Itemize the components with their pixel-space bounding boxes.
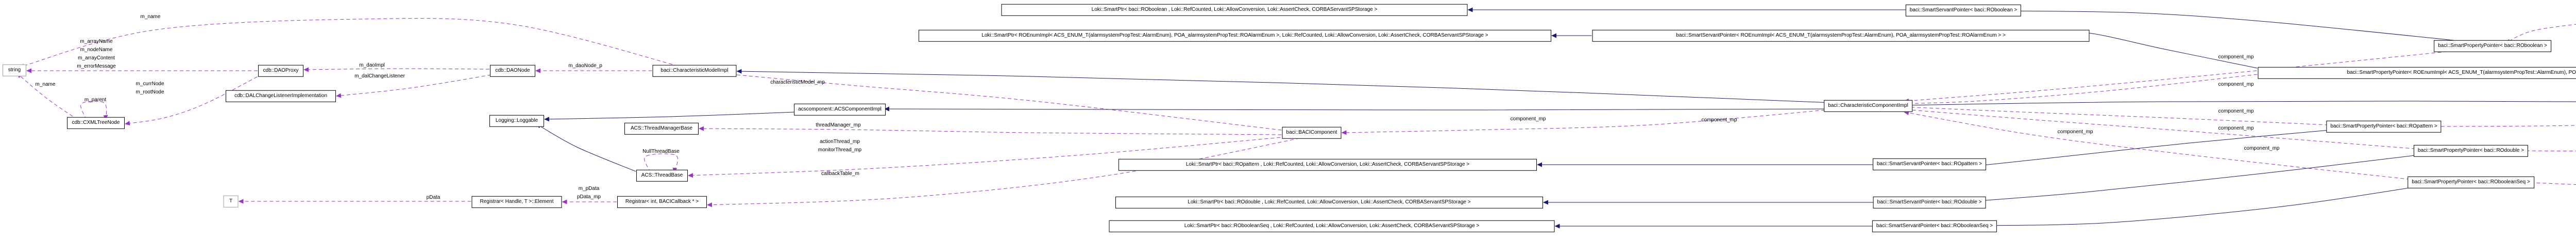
class-node-daoproxy[interactable]: cdb::DAOProxy bbox=[258, 65, 303, 77]
class-node-loki-rodouble[interactable]: Loki::SmartPtr< baci::ROdouble , Loki::R… bbox=[1115, 196, 1543, 209]
edge-threadmanager-mp bbox=[699, 126, 1282, 135]
class-node-bacicomponent[interactable]: baci::BACIComponent bbox=[1282, 126, 1342, 139]
class-node-registrar-element[interactable]: Registrar< Handle, T >::Element bbox=[471, 196, 562, 208]
edge-component-mp-pattern bbox=[1904, 104, 2341, 126]
edge-inh-thread-loggable bbox=[536, 123, 636, 172]
edge-m-name-model bbox=[19, 18, 685, 68]
class-node-loki-ropattern[interactable]: Loki::SmartPtr< baci::ROpattern , Loki::… bbox=[1118, 158, 1537, 171]
edge-action-monitor-thread bbox=[688, 135, 1299, 178]
class-node-t: T bbox=[223, 195, 239, 208]
edge-component-mp-baci bbox=[1341, 108, 1838, 135]
edge-m-testboolean-vars bbox=[2505, 24, 2576, 44]
edge-m-daoimpl bbox=[303, 67, 490, 72]
class-node-registrar-int[interactable]: Registrar< int, BACICallback * > bbox=[617, 196, 707, 208]
edge-m-testdoublevar bbox=[2514, 148, 2576, 153]
class-node-ssp-roboolean[interactable]: baci::SmartServantPointer< baci::ROboole… bbox=[1905, 4, 2022, 17]
edge-m-parent-loop bbox=[80, 101, 108, 120]
edge-inh-bpt-cci bbox=[1904, 101, 2576, 108]
class-node-ssp-robooleanseq[interactable]: baci::SmartServantPointer< baci::ROboole… bbox=[1872, 220, 1997, 232]
class-node-loki-robooleanseq[interactable]: Loki::SmartPtr< baci::RObooleanSeq , Lok… bbox=[1109, 220, 1555, 232]
class-node-acscomponentimpl[interactable]: acscomponent::ACSComponentImpl bbox=[794, 103, 886, 116]
class-node-threadmanagerbase[interactable]: ACS::ThreadManagerBase bbox=[624, 122, 699, 135]
class-node-loki-roboolean[interactable]: Loki::SmartPtr< baci::ROboolean , Loki::… bbox=[1001, 4, 1468, 16]
edge-component-mp-boolseq bbox=[1904, 110, 2423, 181]
edge-m-dalchangelistener bbox=[336, 73, 498, 98]
class-node-spp-roboolean[interactable]: baci::SmartPropertyPointer< baci::RObool… bbox=[2434, 40, 2551, 52]
class-node-spp-robooleanseq[interactable]: baci::SmartPropertyPointer< baci::RObool… bbox=[2408, 176, 2534, 188]
edge-inh-cci-model bbox=[736, 69, 1833, 103]
class-node-spp-roenum[interactable]: baci::SmartPropertyPointer< ROEnumImpl< … bbox=[2258, 67, 2576, 79]
class-node-dalchangelistener[interactable]: cdb::DALChangeListenerImplementation bbox=[226, 90, 336, 102]
edge-m-name-tree bbox=[16, 73, 78, 120]
class-node-spp-rodouble[interactable]: baci::SmartPropertyPointer< baci::ROdoub… bbox=[2413, 145, 2529, 157]
edge-daoproxy-tree bbox=[125, 73, 263, 126]
class-node-cxmltreenode[interactable]: cdb::CXMLTreeNode bbox=[67, 117, 125, 129]
edge-characteristicmodel-mp bbox=[725, 72, 1282, 131]
class-node-loki-roenum[interactable]: Loki::SmartPtr< ROEnumImpl< ACS_ENUM_T(a… bbox=[919, 29, 1551, 42]
edge-inh-sppdbl-ssp bbox=[1972, 153, 2428, 203]
edge-nullthreadbase-loop bbox=[644, 153, 679, 173]
edge-component-mp-bool bbox=[1904, 49, 2472, 103]
class-node-charmodelimpl[interactable]: baci::CharacteristicModelImpl bbox=[652, 65, 737, 77]
class-node-ssp-roenum[interactable]: baci::SmartServantPointer< ROEnumImpl< A… bbox=[1592, 29, 2090, 42]
edge-inh-spppat-ssp bbox=[1973, 129, 2341, 168]
class-node-ssp-ropattern[interactable]: baci::SmartServantPointer< baci::ROpatte… bbox=[1873, 158, 1986, 170]
edge-inh-cci-acs bbox=[884, 106, 1833, 112]
class-node-threadbase[interactable]: ACS::ThreadBase bbox=[636, 169, 688, 182]
edge-m-testpatternvar bbox=[2426, 124, 2576, 129]
edge-component-mp-double bbox=[1904, 107, 2428, 150]
class-node-loggable[interactable]: Logging::Loggable bbox=[489, 115, 544, 127]
edge-inh-sppbool-ssp bbox=[2008, 8, 2454, 41]
edge-inh-acs-loggable bbox=[544, 112, 795, 122]
class-node-ssp-rodouble[interactable]: baci::SmartServantPointer< baci::ROdoubl… bbox=[1873, 196, 1986, 209]
class-node-spp-ropattern[interactable]: baci::SmartPropertyPointer< baci::ROpatt… bbox=[2326, 120, 2442, 133]
edge-callbacktable-m bbox=[707, 135, 1312, 208]
edge-inh-sppseq-ssp bbox=[1984, 185, 2423, 228]
edge-component-mp-enum bbox=[1904, 74, 2258, 106]
class-node-cci[interactable]: baci::CharacteristicComponentImpl bbox=[1824, 100, 1912, 112]
class-node-string: string bbox=[3, 64, 26, 76]
class-node-daonode[interactable]: cdb::DAONode bbox=[490, 65, 535, 77]
